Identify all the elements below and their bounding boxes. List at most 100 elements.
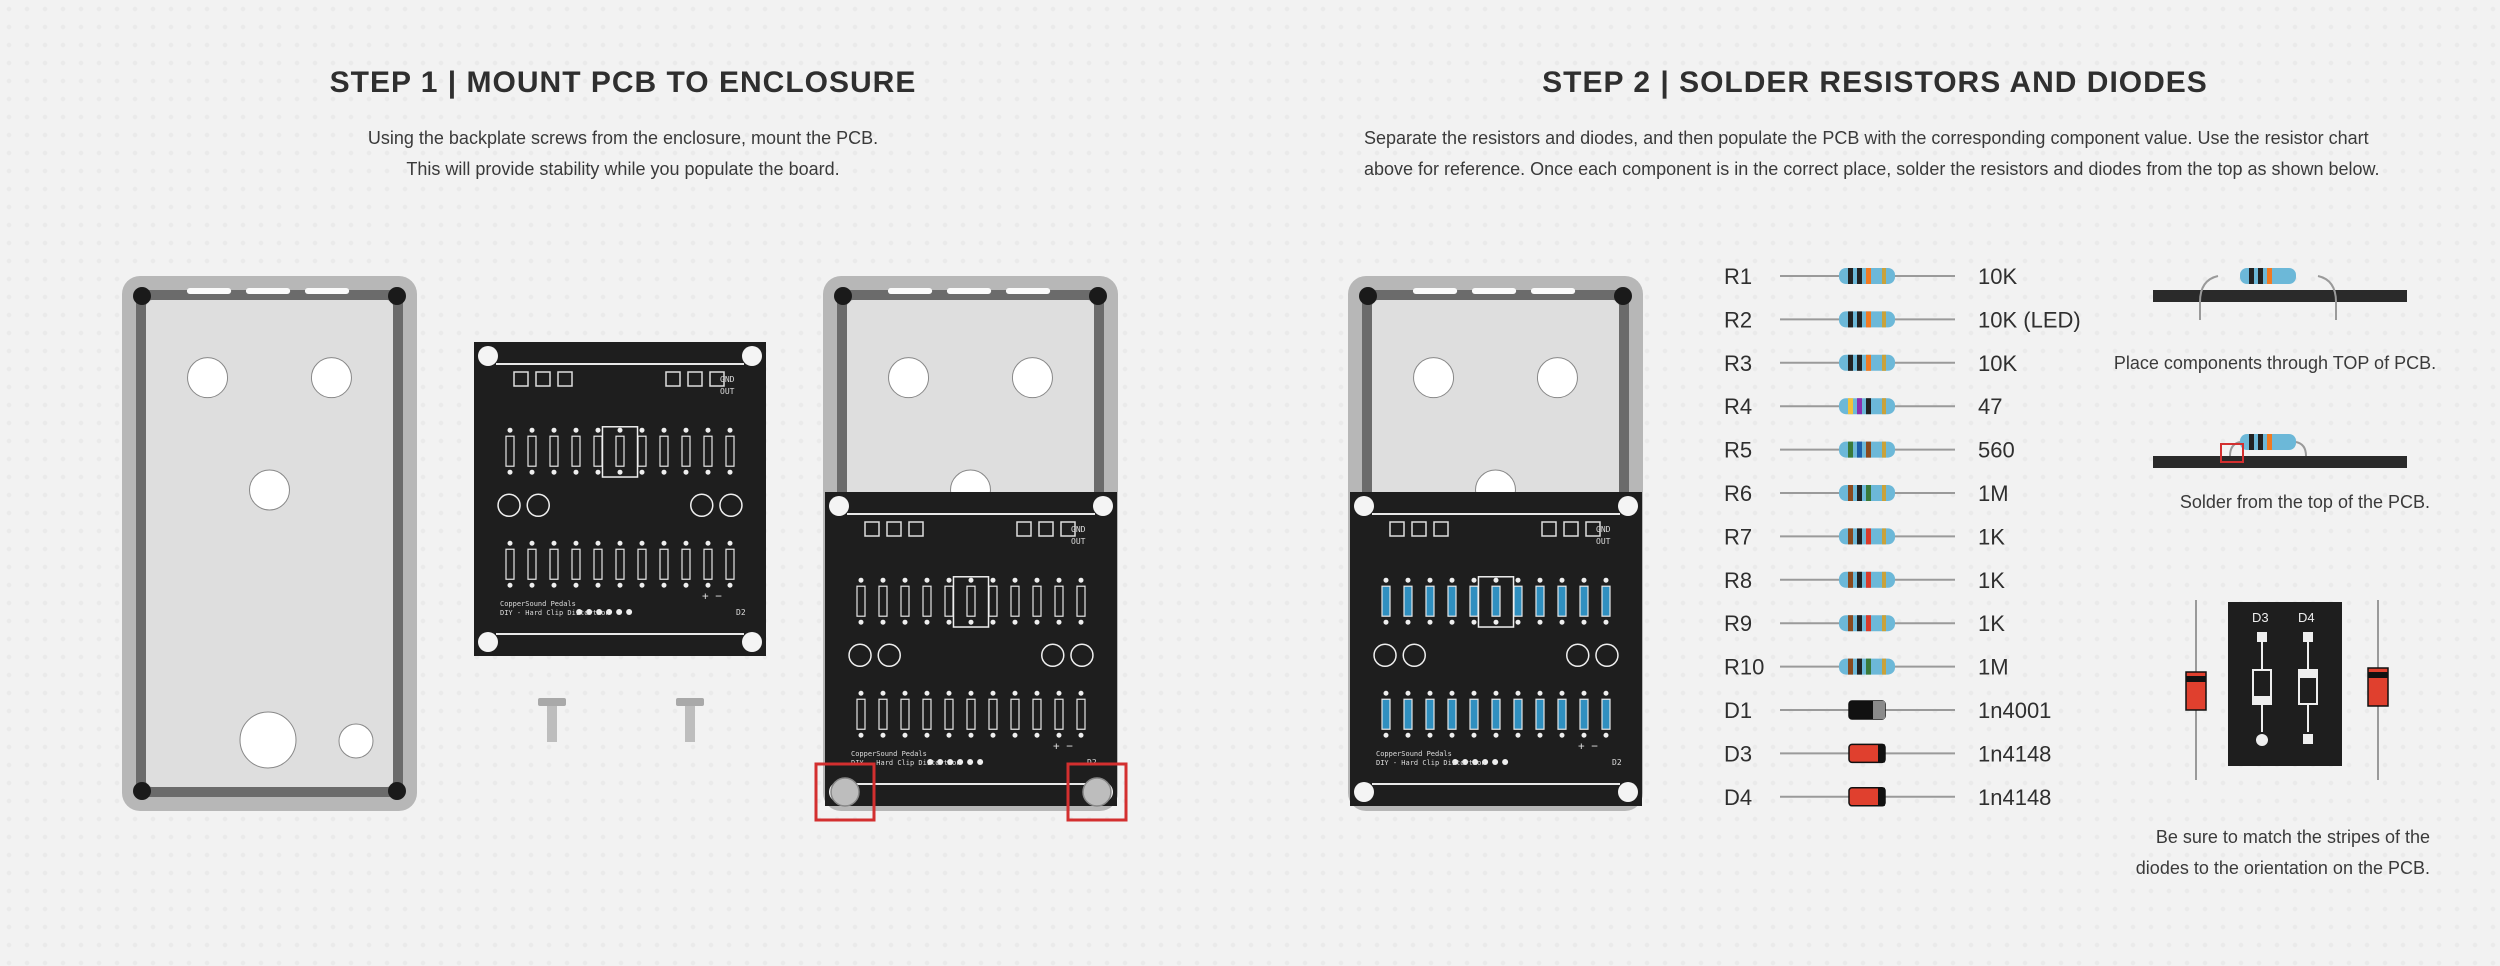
via <box>858 732 864 738</box>
resistor-band <box>1848 268 1853 284</box>
via <box>1603 577 1609 583</box>
resistor-band <box>1866 485 1871 501</box>
capacitor-outline <box>848 643 872 668</box>
pad <box>1060 521 1076 537</box>
component-footprint <box>1535 698 1545 730</box>
resistor-band <box>1848 354 1853 371</box>
via <box>858 577 864 583</box>
jack-slot <box>304 288 350 294</box>
mount-screw <box>1082 777 1112 807</box>
component-footprint <box>922 698 932 730</box>
via <box>1056 732 1062 738</box>
via <box>1515 577 1521 583</box>
resistor-band <box>1857 571 1862 588</box>
resistor-tolerance-band <box>1882 528 1886 545</box>
component-footprint <box>988 698 998 730</box>
screw-head <box>676 698 704 706</box>
lead-left <box>2229 441 2241 457</box>
component-footprint <box>505 435 515 467</box>
mounting-hole <box>829 496 849 516</box>
pad <box>557 371 573 387</box>
component-value: 560 <box>1978 438 2015 463</box>
resistor-tolerance-band <box>1882 658 1886 675</box>
resistor-band <box>1866 615 1871 632</box>
pcb-section <box>2228 602 2342 766</box>
resistor-band <box>2258 434 2263 450</box>
mounting-hole <box>1093 496 1113 516</box>
enclosure-cavity <box>146 300 393 787</box>
component-ref: R8 <box>1724 568 1752 593</box>
component-ref: R9 <box>1724 611 1752 636</box>
via <box>902 577 908 583</box>
component-footprint <box>1557 585 1567 617</box>
d4-label: D4 <box>2298 610 2315 625</box>
component-ref: R5 <box>1724 438 1752 463</box>
pcb-gnd-label: GND <box>720 375 735 384</box>
resistor-band <box>1866 268 1871 284</box>
via <box>902 690 908 696</box>
component-footprint <box>944 698 954 730</box>
via <box>683 427 689 433</box>
via <box>1056 577 1062 583</box>
component-footprint <box>878 698 888 730</box>
via <box>1537 577 1543 583</box>
pad <box>908 521 924 537</box>
component-footprint <box>1601 698 1611 730</box>
via <box>683 469 689 475</box>
resistor-tolerance-band <box>1882 311 1886 328</box>
component-value: 10K <box>1978 264 2017 289</box>
via <box>529 469 535 475</box>
component-ref: R10 <box>1724 655 1764 680</box>
diode-stripe <box>1878 787 1885 806</box>
via <box>727 540 733 546</box>
step1-title: STEP 1 | MOUNT PCB TO ENCLOSURE <box>329 66 917 99</box>
resistor-tolerance-band <box>1882 398 1886 415</box>
pcb-out-label: OUT <box>720 387 735 396</box>
resistor-band <box>2249 268 2254 284</box>
component-footprint <box>966 585 976 617</box>
pcb-board <box>1350 492 1642 806</box>
pcb-board <box>474 342 766 656</box>
jack-slot <box>946 288 992 294</box>
component-footprint <box>1381 585 1391 617</box>
resistor-band <box>1857 268 1862 284</box>
via <box>1471 690 1477 696</box>
header-pin <box>586 609 593 616</box>
footprint-stripe <box>2299 670 2317 678</box>
via <box>1559 619 1565 625</box>
component-footprint <box>1491 698 1501 730</box>
via <box>705 427 711 433</box>
resistor-band <box>1866 398 1871 415</box>
component-footprint <box>856 585 866 617</box>
via <box>1427 732 1433 738</box>
jack-slot <box>1471 288 1517 294</box>
via <box>1034 690 1040 696</box>
screw-hole <box>388 287 406 305</box>
via <box>946 577 952 583</box>
screw-head <box>538 698 566 706</box>
resistor-band <box>1857 311 1862 328</box>
resistor-band <box>1857 354 1862 371</box>
screw-hole <box>834 287 852 305</box>
via <box>705 582 711 588</box>
enclosure-empty <box>122 276 417 811</box>
via <box>880 732 886 738</box>
header-pin <box>927 759 934 766</box>
via <box>573 582 579 588</box>
step1-line2: This will provide stability while you po… <box>406 159 840 179</box>
component-footprint <box>1535 585 1545 617</box>
via <box>639 582 645 588</box>
via <box>1427 619 1433 625</box>
resistor-band <box>1857 615 1862 632</box>
via <box>1405 619 1411 625</box>
ic-socket <box>601 426 639 478</box>
via <box>902 619 908 625</box>
pcb-board <box>825 492 1117 806</box>
pcb-model-label: DIY - Hard Clip Distortion <box>1376 759 1486 767</box>
